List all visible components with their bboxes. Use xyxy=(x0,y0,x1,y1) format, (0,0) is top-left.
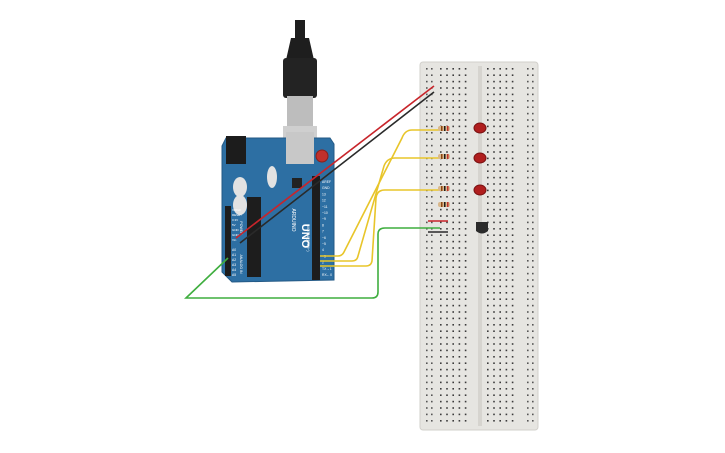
wire-signal-1[interactable] xyxy=(320,129,440,257)
pin-label: A2 xyxy=(232,258,236,262)
resistor-4[interactable] xyxy=(438,202,450,207)
digital-header-label: DIGITAL (PWM~) xyxy=(306,224,310,251)
pin-label: 8 xyxy=(322,223,324,227)
wire-gnd-black[interactable] xyxy=(239,91,435,244)
analog-header xyxy=(225,206,231,276)
pin-label: 7 xyxy=(322,230,324,234)
pin-label: TX→1 xyxy=(322,267,332,271)
pin-label: A0 xyxy=(232,248,236,252)
pin-label: AREF xyxy=(322,180,331,184)
microcontroller-chip xyxy=(247,197,261,277)
pin-label: RX←0 xyxy=(322,273,332,277)
wire-sensor-green[interactable] xyxy=(184,227,440,299)
pin-label: ~5 xyxy=(322,242,326,246)
led-3-icon[interactable] xyxy=(473,184,487,196)
pin-label: IOREF xyxy=(232,208,241,212)
pin-label: GND xyxy=(232,233,240,237)
pin-label: Vin xyxy=(232,238,237,242)
wire-signal-3[interactable] xyxy=(320,189,440,267)
resistors[interactable] xyxy=(438,126,450,207)
wire-5v-red[interactable] xyxy=(235,85,435,239)
pin-label: RESET xyxy=(232,213,242,217)
resistor-3[interactable] xyxy=(438,186,450,191)
pin-label: GND xyxy=(322,186,330,190)
pin-label: A3 xyxy=(232,263,236,267)
arduino-uno-board[interactable]: UNO ARDUINO DIGITAL (PWM~) POWER ANALOG … xyxy=(221,132,335,283)
pin-label: GND xyxy=(232,228,240,232)
pin-label: ~11 xyxy=(322,205,328,209)
reset-button-icon[interactable] xyxy=(315,149,329,163)
pin-label: ~9 xyxy=(322,217,326,221)
pin-label: 2 xyxy=(322,261,324,265)
pin-label: 3.3V xyxy=(232,218,238,222)
led-1-icon[interactable] xyxy=(473,122,487,134)
breadboard[interactable] xyxy=(419,61,539,431)
led-2-icon[interactable] xyxy=(473,152,487,164)
resistor-2[interactable] xyxy=(438,154,450,159)
pin-label: 12 xyxy=(322,199,326,203)
pin-label: ~10 xyxy=(322,211,328,215)
leds[interactable] xyxy=(473,122,487,196)
power-header-label: POWER xyxy=(239,221,243,235)
pin-label: A5 xyxy=(232,273,236,277)
pin-label: A4 xyxy=(232,268,236,272)
wires[interactable] xyxy=(184,85,448,299)
temperature-sensor-icon[interactable] xyxy=(476,222,488,234)
pin-label: A1 xyxy=(232,253,236,257)
board-model-label: UNO xyxy=(299,224,311,249)
resistor-1[interactable] xyxy=(438,126,450,131)
wire-signal-2[interactable] xyxy=(320,157,440,262)
breadboard-holes xyxy=(426,68,534,422)
pin-label: 5V xyxy=(232,223,236,227)
usb-port xyxy=(286,132,314,164)
pin-label: ~6 xyxy=(322,236,326,240)
pin-label: 13 xyxy=(322,192,326,196)
analog-header-label: ANALOG IN xyxy=(239,254,243,274)
digital-header xyxy=(312,176,320,280)
pin-label: 4 xyxy=(322,248,324,252)
board-brand-label: ARDUINO xyxy=(290,208,296,231)
power-jack xyxy=(226,136,246,164)
